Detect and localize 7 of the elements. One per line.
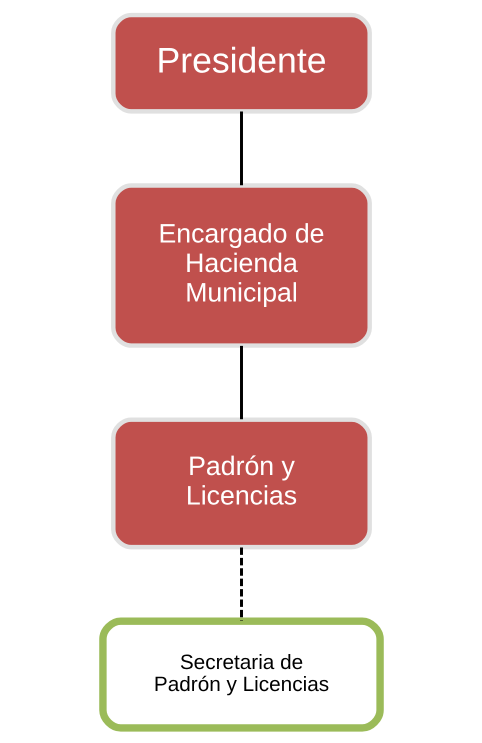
connector xyxy=(240,346,242,420)
node-box: Encargado de Hacienda Municipal xyxy=(110,183,372,348)
node-box: Presidente xyxy=(110,12,372,114)
node-box: Secretaria de Padrón y Licencias xyxy=(98,618,384,732)
connector xyxy=(240,548,242,621)
connector xyxy=(240,111,242,186)
node-box: Padrón y Licencias xyxy=(110,417,372,550)
